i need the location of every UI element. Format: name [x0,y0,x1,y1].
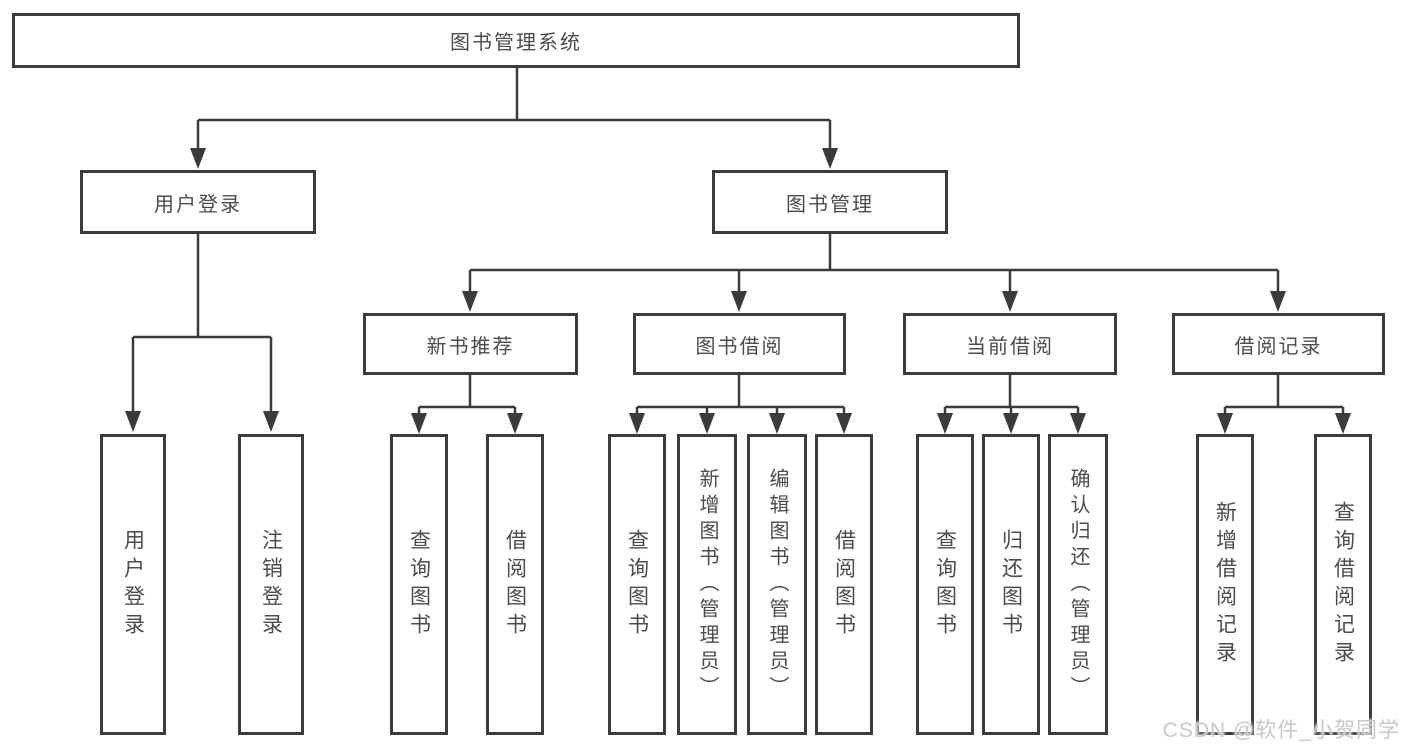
arrowhead-down-icon [462,291,478,312]
leaf-borrow-books-borrowing: 借阅图书 [815,434,873,735]
arrowhead-down-icon [731,291,747,312]
leaf-search-borrow-record: 查询借阅记录 [1314,434,1372,735]
arrowhead-down-icon [822,148,838,169]
node-borrowing-records: 借阅记录 [1172,313,1385,375]
watermark-text: CSDN @软件_小贺同学 [1162,719,1400,742]
leaf-search-books-current: 查询图书 [916,434,974,735]
leaf-edit-book-admin: 编辑图书（管理员） [747,434,807,735]
arrowhead-down-icon [836,413,852,434]
arrowhead-down-icon [699,413,715,434]
arrowhead-down-icon [190,148,206,169]
arrowhead-down-icon [629,413,645,434]
node-book-borrowing: 图书借阅 [633,313,846,375]
arrowhead-down-icon [125,411,141,432]
leaf-add-book-admin: 新增图书（管理员） [677,434,737,735]
leaf-borrow-books-recommend: 借阅图书 [486,434,544,735]
leaf-add-borrow-record: 新增借阅记录 [1196,434,1254,735]
node-book-management: 图书管理 [712,170,948,234]
leaf-search-books-recommend: 查询图书 [390,434,448,735]
node-current-borrowing: 当前借阅 [903,313,1117,375]
arrowhead-down-icon [411,413,427,434]
leaf-return-book: 归还图书 [982,434,1040,735]
node-library-management-system: 图书管理系统 [12,13,1020,68]
leaf-logout: 注销登录 [238,434,304,735]
arrowhead-down-icon [1070,413,1086,434]
arrowhead-down-icon [263,411,279,432]
node-user-login: 用户登录 [80,170,316,234]
arrowhead-down-icon [1002,291,1018,312]
arrowhead-down-icon [1335,413,1351,434]
arrowhead-down-icon [1217,413,1233,434]
leaf-confirm-return-admin: 确认归还（管理员） [1048,434,1108,735]
leaf-search-books-borrowing: 查询图书 [608,434,666,735]
leaf-user-login: 用户登录 [100,434,166,735]
arrowhead-down-icon [1270,291,1286,312]
arrowhead-down-icon [1003,413,1019,434]
arrowhead-down-icon [937,413,953,434]
node-new-book-recommendation: 新书推荐 [363,313,578,375]
arrowhead-down-icon [769,413,785,434]
arrowhead-down-icon [507,413,523,434]
